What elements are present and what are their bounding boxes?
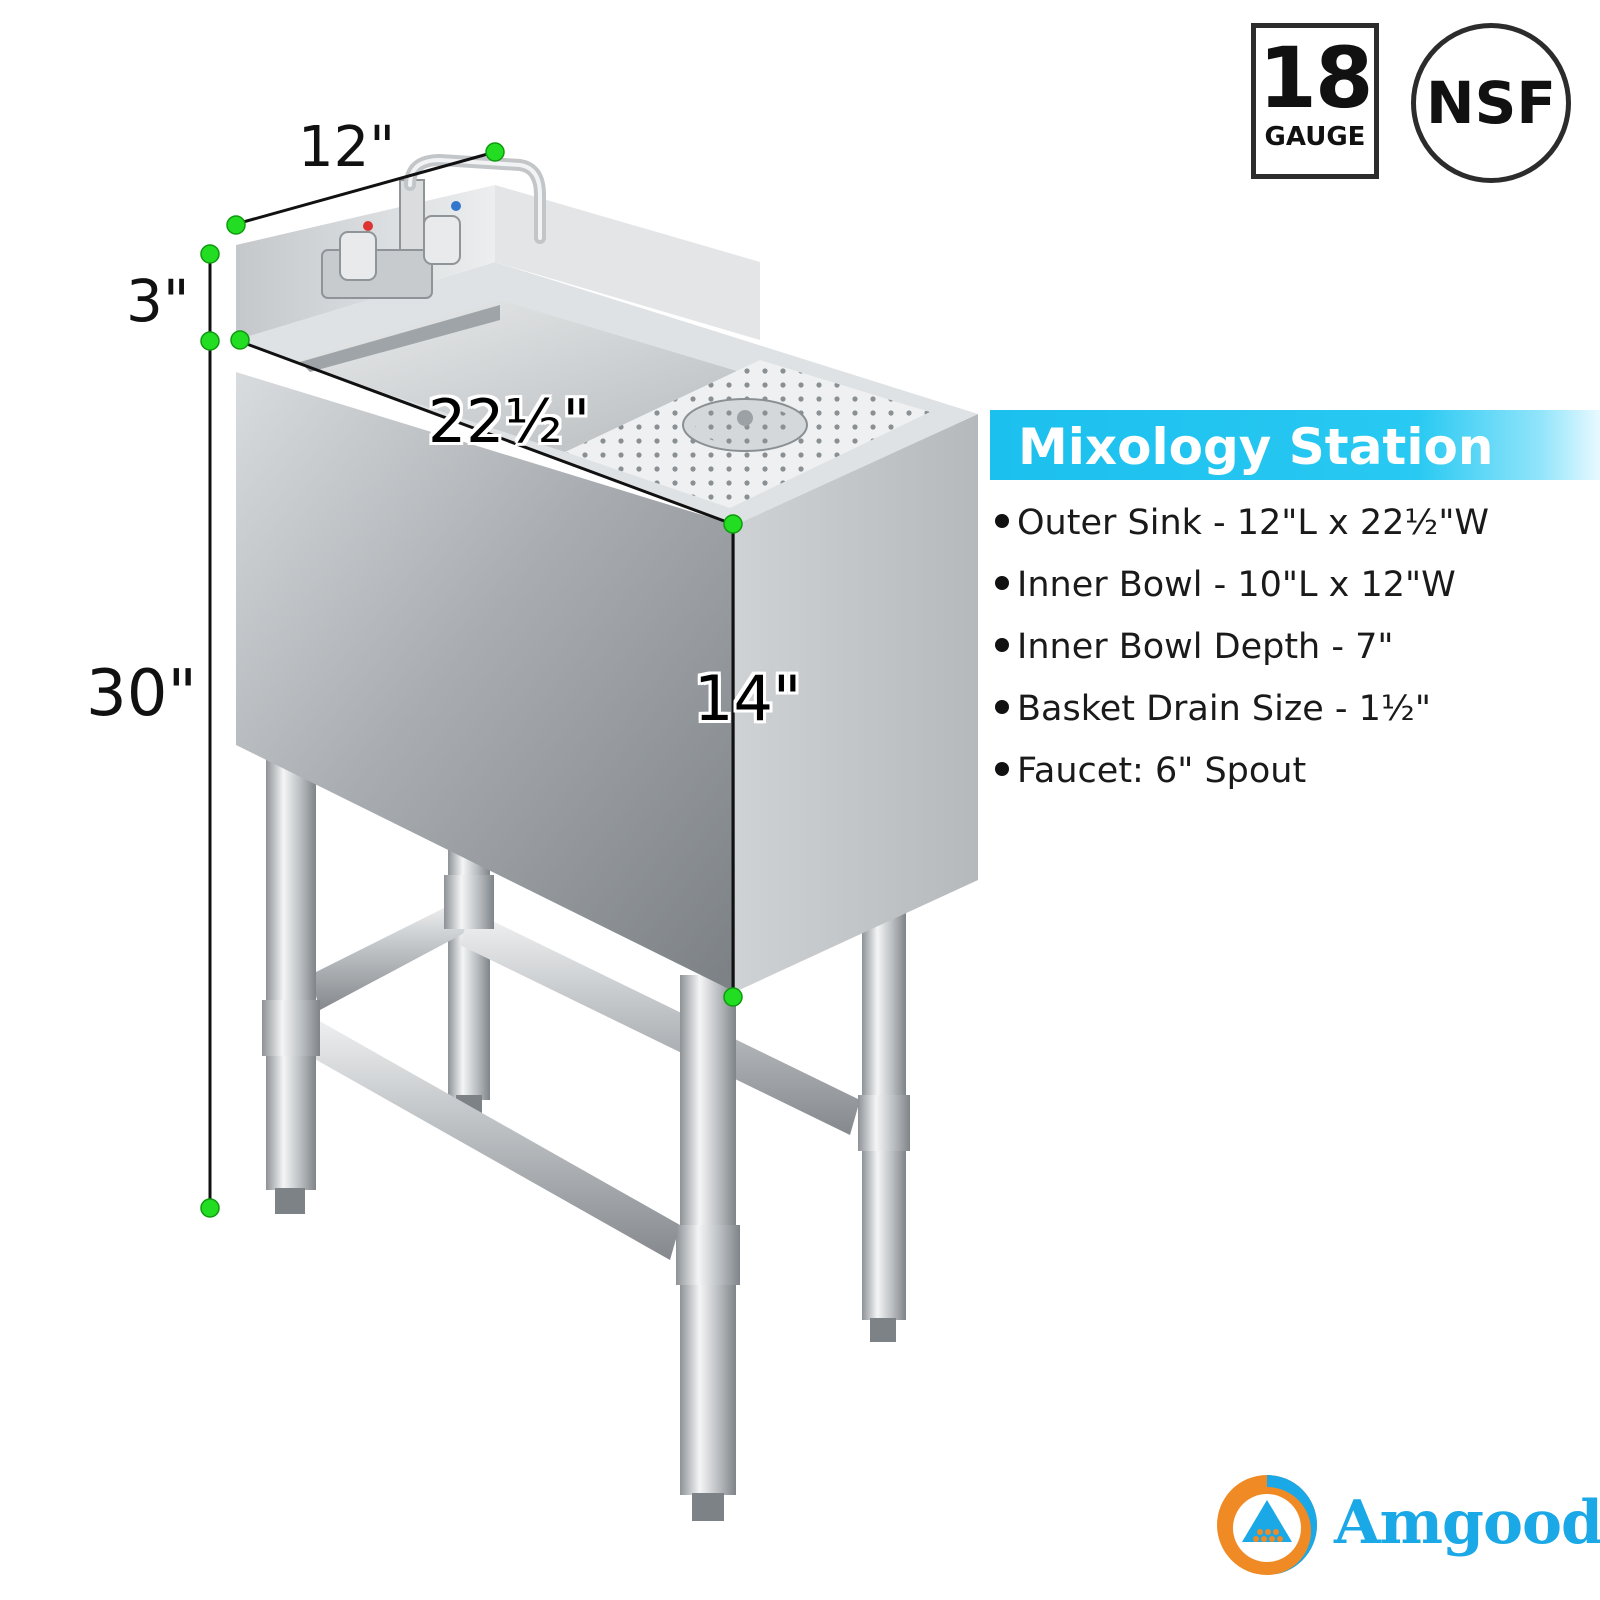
nsf-certification-badge: NSF	[1411, 23, 1571, 183]
gauge-badge: 18 GAUGE	[1251, 23, 1379, 179]
gauge-label: GAUGE	[1264, 122, 1366, 152]
spec-text: Inner Bowl Depth - 7"	[1017, 627, 1394, 667]
brand-name: Amgood	[1334, 1488, 1600, 1558]
spec-item: Faucet: 6" Spout	[995, 740, 1489, 802]
bullet-icon	[995, 700, 1009, 714]
product-title: Mixology Station	[1018, 418, 1494, 476]
height-dimension-label: 30"	[86, 657, 197, 731]
amgood-logo-icon	[1217, 1475, 1317, 1575]
spec-item: Inner Bowl Depth - 7"	[995, 616, 1489, 678]
bullet-icon	[995, 514, 1009, 528]
nsf-label: NSF	[1426, 69, 1556, 137]
length-dimension-label: 22½"	[428, 387, 591, 457]
backsplash-dimension-label: 3"	[126, 267, 190, 335]
spec-text: Inner Bowl - 10"L x 12"W	[1017, 565, 1456, 605]
gauge-number: 18	[1258, 29, 1374, 127]
spec-list: Outer Sink - 12"L x 22½"W Inner Bowl - 1…	[995, 492, 1489, 802]
product-title-banner: Mixology Station	[990, 410, 1600, 480]
spec-text: Outer Sink - 12"L x 22½"W	[1017, 503, 1490, 543]
spec-text: Basket Drain Size - 1½"	[1017, 689, 1431, 729]
spec-item: Inner Bowl - 10"L x 12"W	[995, 554, 1489, 616]
width-dimension-label: 12"	[298, 115, 396, 180]
spec-text: Faucet: 6" Spout	[1017, 751, 1307, 791]
bullet-icon	[995, 762, 1009, 776]
brand-logo: Amgood	[1212, 1470, 1600, 1580]
bullet-icon	[995, 638, 1009, 652]
cabinet-height-dimension-label: 14"	[694, 662, 802, 735]
bullet-icon	[995, 576, 1009, 590]
spec-item: Outer Sink - 12"L x 22½"W	[995, 492, 1489, 554]
spec-item: Basket Drain Size - 1½"	[995, 678, 1489, 740]
